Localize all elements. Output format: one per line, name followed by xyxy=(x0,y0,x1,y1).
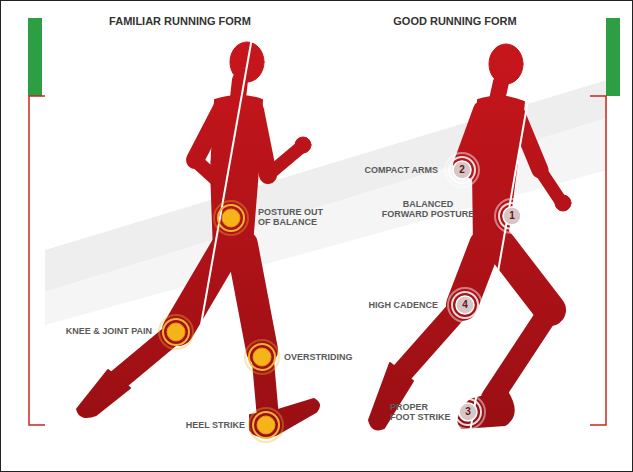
callout-marker: 4HIGH CADENCE xyxy=(447,287,483,323)
posture-line xyxy=(188,32,253,398)
runner-arm xyxy=(516,112,540,170)
callout-marker: HEEL STRIKE xyxy=(248,407,284,443)
runner-thigh xyxy=(242,245,262,350)
callout-ring xyxy=(445,153,479,187)
runner-shin xyxy=(492,310,550,398)
callout-ring xyxy=(495,199,529,233)
callout-ring xyxy=(448,288,482,322)
alert-dot xyxy=(257,416,275,434)
green-bar xyxy=(28,18,42,96)
alert-dot xyxy=(222,209,240,227)
callout-ring xyxy=(451,395,485,429)
callout-marker: 1BALANCED FORWARD POSTURE xyxy=(494,198,530,234)
runner-thigh xyxy=(500,245,550,310)
callout-label: COMPACT ARMS xyxy=(330,165,438,175)
alert-ring xyxy=(163,319,189,345)
callout-marker: 3PROPER FOOT STRIKE xyxy=(450,394,486,430)
runner-shoe xyxy=(250,399,319,436)
callout-number: 3 xyxy=(450,406,486,418)
alert-dot xyxy=(167,323,185,341)
callout-circle xyxy=(158,314,194,350)
section-heading: GOOD RUNNING FORM xyxy=(380,15,530,27)
runner-hand xyxy=(295,137,311,153)
alert-ring xyxy=(249,408,283,442)
callout-marker: KNEE & JOINT PAIN xyxy=(158,314,194,350)
runner-forearm xyxy=(540,170,560,200)
callout-label: PROPER FOOT STRIKE xyxy=(390,402,453,422)
runner-forearm xyxy=(268,148,300,175)
callout-number: 1 xyxy=(494,210,530,222)
section-heading: FAMILIAR RUNNING FORM xyxy=(95,15,265,27)
callout-number: 4 xyxy=(447,299,483,311)
alert-ring xyxy=(214,201,248,235)
alert-ring xyxy=(249,344,275,370)
callout-marker: 2COMPACT ARMS xyxy=(444,152,480,188)
alert-dot xyxy=(253,348,271,366)
runner-arm xyxy=(255,110,268,175)
runner-hand xyxy=(555,195,571,211)
red-bracket xyxy=(590,96,606,425)
red-bracket xyxy=(29,96,45,425)
runner-shoe xyxy=(77,370,130,417)
callout-label: BALANCED FORWARD POSTURE xyxy=(380,199,476,219)
callout-circle xyxy=(213,200,249,236)
alert-ring xyxy=(253,412,279,438)
callout-label: POSTURE OUT OF BALANCE xyxy=(258,207,330,227)
callout-number: 2 xyxy=(444,164,480,176)
alert-ring xyxy=(218,205,244,231)
callout-label: KNEE & JOINT PAIN xyxy=(40,326,152,336)
alert-ring xyxy=(159,315,193,349)
callout-label: HIGH CADENCE xyxy=(330,300,438,310)
callout-label: HEEL STRIKE xyxy=(140,420,245,430)
posture-line xyxy=(470,20,542,432)
callout-circle xyxy=(244,339,280,375)
callout-label: OVERSTRIDING xyxy=(284,352,379,362)
runner-head xyxy=(489,44,523,84)
green-bar xyxy=(606,18,620,96)
runner-neck xyxy=(238,80,240,98)
alert-ring xyxy=(245,340,279,374)
callout-marker: POSTURE OUT OF BALANCE xyxy=(213,200,249,236)
callout-circle xyxy=(248,407,284,443)
runner-neck xyxy=(497,82,501,100)
callout-marker: OVERSTRIDING xyxy=(244,339,280,375)
